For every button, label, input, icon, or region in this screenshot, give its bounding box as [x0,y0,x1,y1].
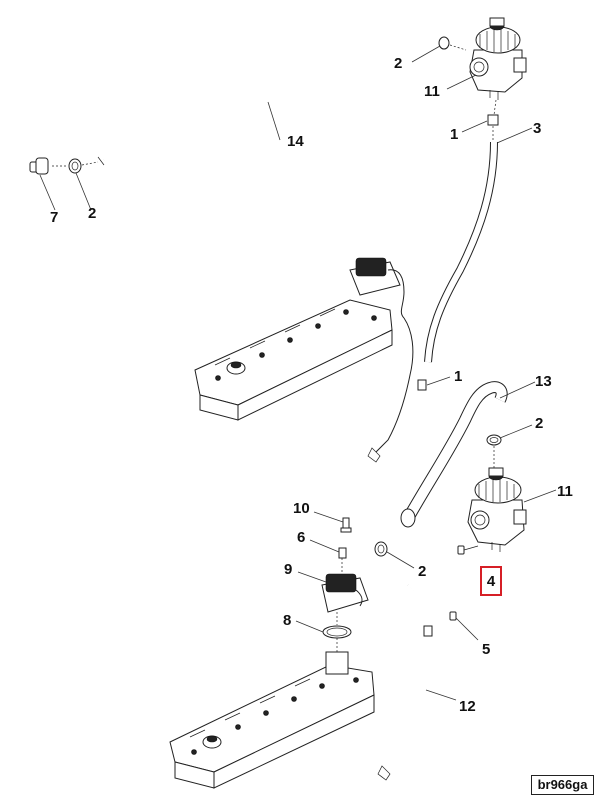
screw-5 [449,611,457,621]
callout-4: 4 [486,572,496,590]
crankcase-separator-top [469,17,527,116]
connector-1-mid [417,379,427,391]
reference-code-label: br966ga [531,775,594,795]
fitting-6 [338,547,347,578]
callout-9: 9 [284,561,292,578]
hose-clamp-left [68,158,99,174]
callout-2-left: 2 [88,205,96,222]
hose-13 [400,381,508,528]
callout-2-bottom: 2 [418,563,426,580]
callout-1-top: 1 [450,126,458,143]
separator-module-9 [321,573,369,613]
connector-1-top [487,114,499,140]
leader-lines [39,45,557,701]
breather-tube-12 [377,584,433,781]
callout-8: 8 [283,612,291,629]
callout-6: 6 [297,529,305,546]
callout-7: 7 [50,209,58,226]
hose-3 [424,141,498,363]
hose-clamp-top [438,36,467,51]
callout-3: 3 [533,120,541,137]
callout-2-right: 2 [535,415,543,432]
callout-11-bottom: 11 [557,483,573,500]
bolt-4 [457,545,479,555]
hose-clamp-right [486,434,502,468]
elbow-fitting-7 [29,157,66,175]
callout-1-mid: 1 [454,368,462,385]
callout-14: 14 [287,133,304,150]
valve-cover-lower [169,651,375,789]
crankcase-separator-bottom [467,467,527,552]
callout-2-top: 2 [394,55,402,72]
callout-12: 12 [459,698,476,715]
callout-13: 13 [535,373,552,390]
fitting-10 [340,517,352,533]
callout-11-top: 11 [424,83,440,100]
breather-hose-14 [97,13,443,166]
callout-5: 5 [482,641,490,658]
highlighted-callout-4: 4 [480,566,502,596]
hose-clamp-bottom [374,541,388,557]
callout-10: 10 [293,500,310,517]
valve-cover-upper [194,257,414,463]
callout-labels: 2 11 14 7 2 1 3 1 13 2 11 10 6 9 2 8 5 1… [50,55,573,715]
